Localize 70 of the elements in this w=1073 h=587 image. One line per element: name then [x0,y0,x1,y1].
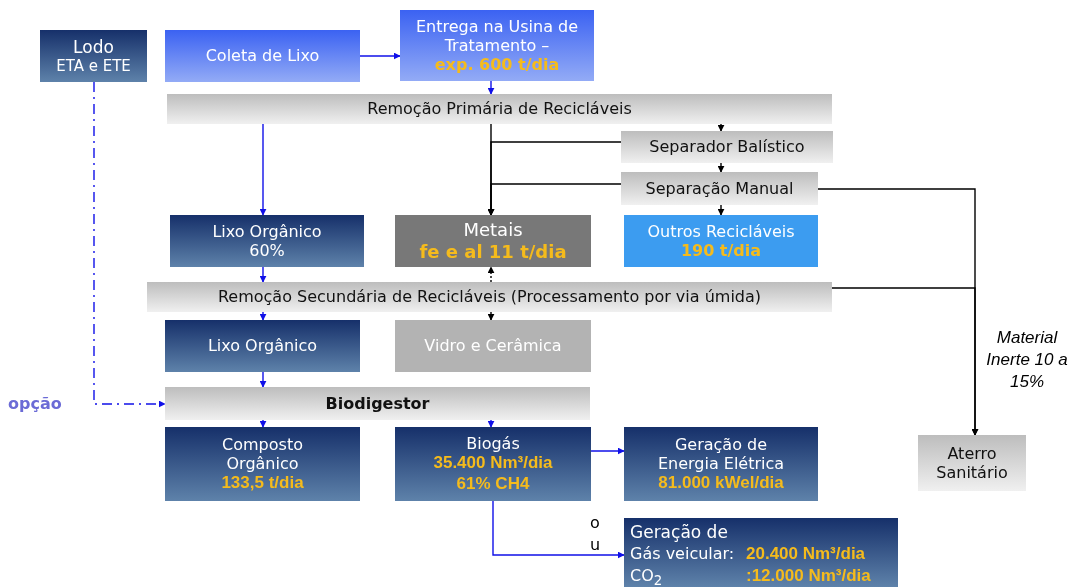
process-band [918,435,1026,491]
process-box [624,518,898,587]
arrow [259,419,267,428]
arrow [487,419,495,428]
box-text: 20.400 Nm³/dia [746,543,866,565]
arrow [259,371,267,388]
arrow [492,500,625,559]
process-band [167,94,832,124]
box-text: Geração de Energia Elétrica [656,434,786,473]
option-label: opção [8,394,62,413]
process-box [165,320,360,372]
arrow [487,183,622,216]
arrow [259,311,267,321]
process-band [147,282,832,312]
process-box [395,215,591,267]
process-band [621,131,833,163]
arrow [259,123,267,216]
process-box [170,215,364,267]
box-text: Entrega na Usina de Tratamento – [414,16,580,56]
process-box [400,10,594,81]
box-text: Gás veicular: [630,544,736,565]
arrow [717,204,725,216]
process-band [621,172,818,205]
box-text: Outros Recicláveis [647,221,795,241]
box-text: exp. 600 t/dia [434,55,560,75]
process-box [624,215,818,267]
box-text: Remoção Secundária de Recicláveis (Processamento por via úmida) [217,287,762,307]
box-text: Coleta de Lixo [205,46,320,66]
box-text: 133,5 t/dia [221,473,304,494]
arrow [93,81,166,408]
process-box [395,427,591,501]
arrow [590,447,625,455]
process-box [165,30,360,82]
arrow [359,52,401,60]
box-text: Separador Balístico [649,137,805,157]
box-text: CO$_{2}$ [630,565,664,587]
box-text: Separação Manual [645,178,794,199]
box-text: Aterro Sanitário [935,443,1009,483]
arrow [487,311,495,321]
box-text: Metais [463,219,523,241]
box-text: 60% [249,241,285,261]
process-box [395,320,591,372]
arrow [717,162,725,173]
process-box [165,427,360,501]
arrow [487,80,495,95]
box-text: fe e al 11 t/dia [419,241,567,263]
box-text: Lixo Orgânico [212,221,322,241]
box-text: ETA e ETE [56,57,131,76]
box-text: 81.000 kWel/dia [658,473,784,494]
process-box [624,427,818,501]
box-text: Composto Orgânico [221,434,304,473]
arrow [487,266,495,283]
box-text: Biogás [466,434,520,454]
box-text: 35.400 Nm³/dia [433,453,553,474]
arrow [831,287,979,436]
box-text: 61% CH4 [456,473,530,494]
box-text: :12.000 Nm³/dia [746,564,871,586]
process-band [165,387,590,420]
material-note: Material Inerte 10 a 15% [985,327,1069,394]
or-label: ou [590,512,601,556]
process-box [40,30,147,82]
arrow [717,123,725,132]
box-text: Vidro e Cerâmica [424,336,562,356]
box-text: Geração de [630,522,729,544]
box-text: Biodigestor [325,393,430,414]
box-text: Lodo [73,36,114,58]
box-text: Lixo Orgânico [207,336,318,356]
box-text: 190 t/dia [680,241,762,261]
arrow [259,266,267,283]
box-text: Remoção Primária de Recicláveis [367,99,632,119]
